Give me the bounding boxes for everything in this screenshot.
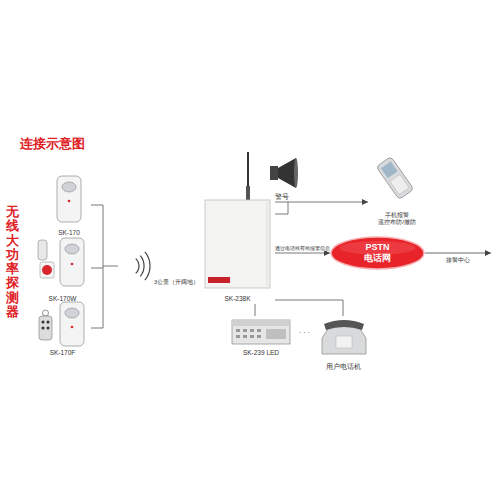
node-text-box: 警号 [266, 193, 298, 201]
antenna [247, 152, 249, 188]
keypad-key [250, 329, 254, 332]
node-label: 警号 [275, 193, 289, 201]
node-label: 手机报警 [385, 212, 409, 219]
keypad-key [236, 335, 240, 338]
endpoint-label: 接警中心 [446, 257, 470, 264]
edge-label: 通过电话线有线报警信息 [274, 245, 331, 251]
desk-phone-handset [324, 320, 364, 330]
connector [275, 300, 343, 316]
detector-lens [65, 244, 79, 254]
control-panel-node: SK-238K [200, 198, 275, 304]
radio-wave [140, 256, 144, 277]
node-text-box: SK-239 LED [226, 349, 296, 357]
detector-body [60, 302, 84, 346]
range-note: 3公里（开阔地） [154, 279, 199, 286]
keypad-key [243, 329, 247, 332]
mobile-node: 手机报警遥控布防/撤防 [368, 155, 426, 227]
node-text-box: SK-170W [35, 295, 90, 303]
radio-wave [145, 252, 150, 280]
detector-led [71, 326, 74, 329]
node-text-box: 手机报警遥控布防/撤防 [368, 212, 426, 226]
ellipse-shape [331, 237, 424, 269]
node-label: SK-239 LED [243, 349, 279, 357]
detector-body [57, 176, 81, 222]
detector-body [60, 238, 84, 286]
bracket [91, 205, 118, 328]
fob-key [47, 321, 50, 324]
remote-fob [38, 240, 47, 260]
key-ring [43, 310, 49, 316]
keypad-key [243, 335, 247, 338]
side-heading: 无线大功率探测器 [6, 205, 19, 319]
panel-edge [267, 202, 268, 286]
phone-node: 用户电话机 [316, 316, 370, 372]
connector [255, 304, 256, 316]
detector-device: SK-170F [35, 300, 90, 358]
phone-body [376, 156, 414, 199]
keypad-key [257, 329, 261, 332]
siren-horn [278, 158, 296, 188]
fob-key [42, 327, 45, 330]
detector-lens [62, 182, 76, 192]
node-label: 电话网 [364, 253, 391, 264]
desk-phone-base [322, 326, 366, 354]
node-text-box: SK-170F [35, 349, 90, 357]
node-label: 遥控布防/撤防 [378, 219, 416, 226]
network-ellipse: PSTN电话网 [330, 236, 425, 270]
siren-mouth [294, 158, 298, 188]
node-text-box: SK-170 [48, 229, 90, 237]
keypad-key [250, 335, 254, 338]
desk-phone-keypad [336, 336, 352, 348]
node-label: SK-170W [49, 295, 77, 303]
node-label: 用户电话机 [326, 363, 361, 371]
antenna-base [246, 186, 250, 200]
phone-keypad [390, 175, 409, 195]
node-label: SK-170F [50, 349, 76, 357]
ellipsis-mark: · · · [299, 329, 310, 337]
detector-device: SK-170W [35, 232, 90, 304]
node-label: SK-238K [224, 295, 250, 303]
detector-led [68, 200, 71, 203]
siren-device: 警号 [266, 156, 298, 202]
connector [275, 253, 330, 254]
diagram-title: 连接示意图 [20, 136, 85, 152]
connector [275, 202, 288, 214]
siren-body [270, 166, 278, 180]
key-fob [39, 316, 52, 340]
node-text-box: 用户电话机 [316, 363, 370, 371]
detector-lens [65, 308, 79, 318]
keypad-key [236, 329, 240, 332]
led-keypad [232, 320, 290, 344]
ellipse-shine [340, 241, 416, 255]
keypad-key [257, 335, 261, 338]
fob-key [42, 321, 45, 324]
keypad-display [266, 329, 286, 339]
phone-screen [381, 161, 398, 178]
detector-device: SK-170 [48, 172, 90, 238]
panic-button [42, 265, 52, 275]
control-panel [205, 200, 270, 288]
keypad-node: SK-239 LED [226, 316, 296, 358]
node-text-box: PSTN电话网 [330, 236, 425, 270]
alarm-center-arrow [425, 253, 491, 254]
node-text-box: SK-238K [200, 295, 275, 303]
node-label: PSTN [365, 242, 389, 253]
keypad-strip [232, 320, 290, 326]
detector-led [71, 263, 74, 266]
mobile-phone [376, 156, 414, 199]
node-label: SK-170 [58, 229, 80, 237]
connector [275, 202, 368, 203]
brand-logo [208, 277, 230, 283]
radio-wave [136, 259, 139, 274]
fob-key [47, 327, 50, 330]
panic-button-base [40, 262, 54, 278]
